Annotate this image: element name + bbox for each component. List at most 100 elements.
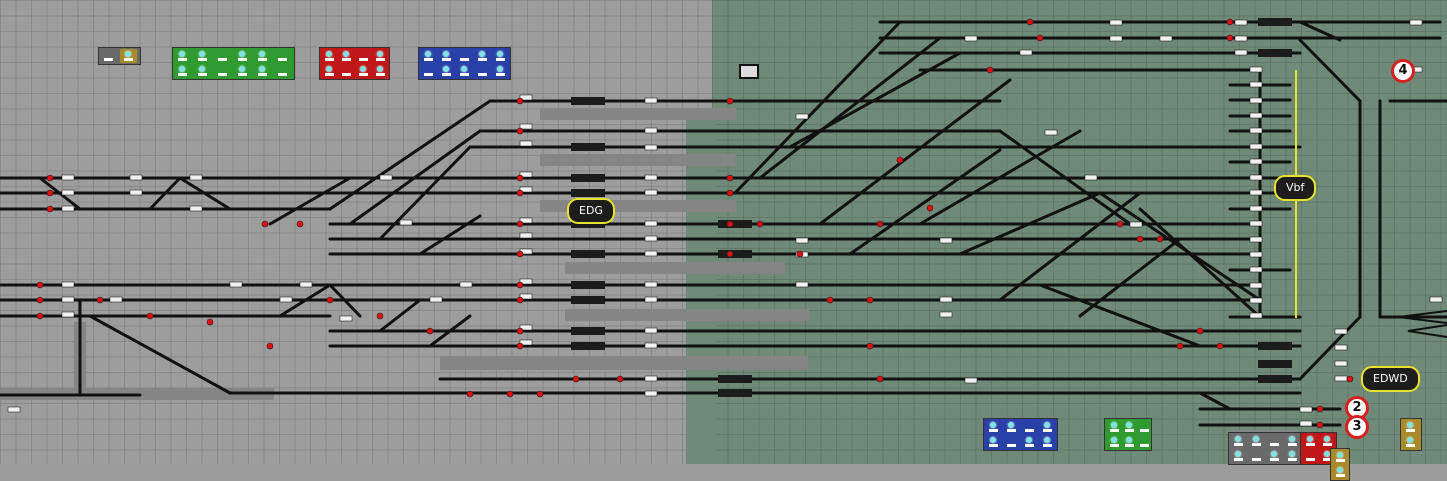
signal-icon[interactable] [36,281,44,289]
track-label-icon[interactable] [644,220,658,227]
signal-icon[interactable] [866,342,874,350]
signal-icon[interactable] [376,312,384,320]
block-section[interactable] [571,342,605,350]
block-section[interactable] [571,143,605,151]
block-section[interactable] [718,220,752,228]
signal-icon[interactable] [1176,342,1184,350]
track-label-icon[interactable] [1334,344,1348,351]
control-panel-blue[interactable] [418,47,511,80]
track-label-icon[interactable] [519,140,533,147]
track-label-icon[interactable] [299,281,313,288]
platform-lamp-icon[interactable] [474,64,491,78]
control-panel-red[interactable] [319,47,390,80]
signal-icon[interactable] [726,189,734,197]
signal-icon[interactable] [866,296,874,304]
track-label-icon[interactable] [61,189,75,196]
track-label-icon[interactable] [1249,127,1263,134]
platform-lamp-icon[interactable] [456,64,473,78]
platform-lamp-icon[interactable] [474,49,491,63]
block-section[interactable] [1258,18,1292,26]
block-section[interactable] [1258,360,1292,368]
platform-lamp-icon[interactable] [1266,434,1283,448]
signal-icon[interactable] [261,220,269,228]
track-label-icon[interactable] [1249,312,1263,319]
track-label-icon[interactable] [229,281,243,288]
signal-icon[interactable] [516,281,524,289]
zone-label-edg[interactable]: EDG [567,198,615,224]
track-label-icon[interactable] [1249,282,1263,289]
signal-icon[interactable] [1156,235,1164,243]
signal-icon[interactable] [1036,34,1044,42]
signal-icon[interactable] [516,189,524,197]
track-label-icon[interactable] [519,123,533,130]
platform-lamp-icon[interactable] [194,64,211,78]
platform-lamp-icon[interactable] [234,64,251,78]
block-section[interactable] [571,220,605,228]
block-section[interactable] [718,250,752,258]
block-section[interactable] [1258,342,1292,350]
track-label-icon[interactable] [61,174,75,181]
platform-lamp-icon[interactable] [1402,435,1419,449]
signal-icon[interactable] [726,97,734,105]
platform-lamp-icon[interactable] [174,49,191,63]
track-label-icon[interactable] [644,174,658,181]
platform-lamp-icon[interactable] [234,49,251,63]
block-section[interactable] [571,174,605,182]
track-label-icon[interactable] [1044,129,1058,136]
platform-lamp-icon[interactable] [254,49,271,63]
platform-lamp-icon[interactable] [438,64,455,78]
track-label-icon[interactable] [1249,158,1263,165]
track-label-icon[interactable] [1299,406,1313,413]
signal-icon[interactable] [876,220,884,228]
track-label-icon[interactable] [1249,251,1263,258]
signal-icon[interactable] [516,342,524,350]
signal-icon[interactable] [896,156,904,164]
track-label-icon[interactable] [644,127,658,134]
track-label-icon[interactable] [964,377,978,384]
track-label-icon[interactable] [795,281,809,288]
platform-lamp-icon[interactable] [1319,434,1336,448]
track-label-icon[interactable] [1429,296,1443,303]
platform-lamp-icon[interactable] [355,49,372,63]
signal-icon[interactable] [516,220,524,228]
track-label-icon[interactable] [1249,174,1263,181]
track-label-icon[interactable] [459,281,473,288]
platform-lamp-icon[interactable] [355,64,372,78]
platform-lamp-icon[interactable] [214,49,231,63]
track-label-icon[interactable] [1084,174,1098,181]
signal-icon[interactable] [986,66,994,74]
track-label-icon[interactable] [1109,19,1123,26]
track-label-icon[interactable] [644,327,658,334]
signal-icon[interactable] [36,296,44,304]
platform-lamp-icon[interactable] [1248,434,1265,448]
track-label-icon[interactable] [519,278,533,285]
block-section[interactable] [571,281,605,289]
track-label-icon[interactable] [379,174,393,181]
platform-lamp-icon[interactable] [1332,465,1349,479]
track-label-icon[interactable] [1249,297,1263,304]
block-section[interactable] [718,375,752,383]
track-label-icon[interactable] [1334,328,1348,335]
platform-lamp-icon[interactable] [254,64,271,78]
block-section[interactable] [571,189,605,197]
track-label-icon[interactable] [519,293,533,300]
track-label-icon[interactable] [964,35,978,42]
platform-lamp-icon[interactable] [1302,434,1319,448]
signal-icon[interactable] [516,127,524,135]
block-section[interactable] [1258,375,1292,383]
track-label-icon[interactable] [644,250,658,257]
platform-lamp-icon[interactable] [372,49,389,63]
platform-lamp-icon[interactable] [1136,420,1153,434]
track-label-icon[interactable] [1249,143,1263,150]
control-panel-gold-south[interactable] [1330,448,1350,481]
track-label-icon[interactable] [1249,81,1263,88]
platform-lamp-icon[interactable] [274,64,291,78]
track-label-icon[interactable] [1129,221,1143,228]
block-section[interactable] [571,327,605,335]
signal-icon[interactable] [426,327,434,335]
signal-icon[interactable] [266,342,274,350]
control-panel-green[interactable] [172,47,295,80]
track-label-icon[interactable] [61,281,75,288]
control-panel-gray-south[interactable] [1228,432,1303,465]
platform-lamp-icon[interactable] [1039,420,1056,434]
